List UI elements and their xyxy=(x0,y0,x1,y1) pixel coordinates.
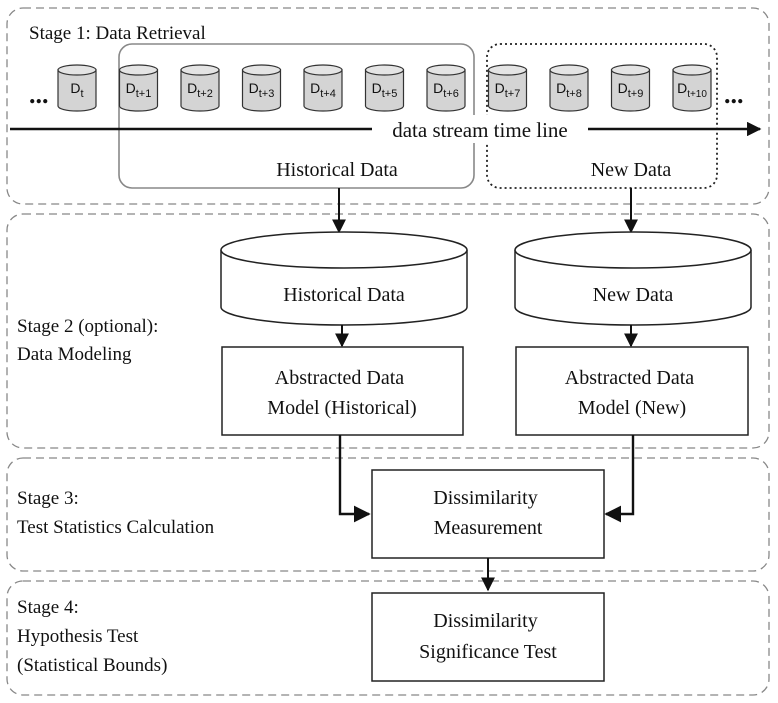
timeline-ellipsis-left: ... xyxy=(29,80,49,109)
data-chunk-10: Dt+10 xyxy=(672,64,712,112)
stage-3-panel xyxy=(6,457,770,572)
data-chunks: Dt Dt+1 Dt+2 Dt+3 Dt+4 Dt+5 Dt+6 Dt+7 Dt+8 Dt+9 Dt… xyxy=(57,64,712,112)
data-chunk-body xyxy=(180,69,220,112)
new-data-group-label: New Data xyxy=(591,159,672,181)
data-chunk-top xyxy=(487,64,528,76)
dissimilarity-significance-test-label: Dissimilarity Significance Test xyxy=(419,610,557,663)
data-chunk-label: Dt+6 xyxy=(433,80,459,100)
data-chunk-label: Dt+5 xyxy=(372,80,398,100)
data-chunk-label: Dt+1 xyxy=(126,80,152,100)
dissimilarity-measurement-box xyxy=(371,469,605,559)
dissimilarity-significance-test-box xyxy=(371,592,605,682)
data-chunk-body xyxy=(364,69,405,112)
new-model-label: Abstracted Data Model (New) xyxy=(565,367,699,419)
data-chunk-0: Dt xyxy=(57,64,97,112)
data-chunk-label: Dt+8 xyxy=(556,80,582,100)
data-chunk-label: Dt+7 xyxy=(495,80,521,100)
stage-1-panel xyxy=(6,7,770,205)
data-chunk-label: Dt+4 xyxy=(310,80,336,100)
data-chunk-top xyxy=(610,64,651,76)
data-chunk-5: Dt+5 xyxy=(364,64,405,112)
data-chunk-body xyxy=(118,69,159,112)
stage-1-label: Stage 1: Data Retrieval xyxy=(29,23,206,44)
data-chunk-label: Dt xyxy=(70,80,83,100)
data-chunk-top xyxy=(303,64,343,76)
historical-database-label: Historical Data xyxy=(283,284,405,306)
data-chunk-top xyxy=(549,64,589,76)
data-chunk-top xyxy=(180,64,220,76)
data-chunk-8: Dt+8 xyxy=(549,64,589,112)
data-chunk-body xyxy=(57,69,97,112)
timeline-ellipsis-right: ... xyxy=(724,80,744,109)
data-chunk-body xyxy=(426,69,466,112)
dissimilarity-measurement-label: Dissimilarity Measurement xyxy=(433,487,543,539)
stage-4-panel xyxy=(6,580,770,696)
data-chunk-4: Dt+4 xyxy=(303,64,343,112)
stage-2-panel xyxy=(6,213,770,449)
data-chunk-body xyxy=(303,69,343,112)
new-database: New Data xyxy=(514,231,752,326)
timeline-label-background xyxy=(372,115,588,143)
timeline-label: data stream time line xyxy=(392,118,568,142)
historical-model-box xyxy=(221,346,464,436)
data-chunk-label: Dt+3 xyxy=(249,80,275,100)
stage-4-label: Stage 4: Hypothesis Test (Statistical Bo… xyxy=(17,597,167,676)
data-chunk-label: Dt+2 xyxy=(187,80,213,100)
data-chunk-3: Dt+3 xyxy=(241,64,282,112)
historical-data-group-label: Historical Data xyxy=(276,159,398,181)
data-chunk-top xyxy=(57,64,97,76)
data-chunk-top xyxy=(672,64,712,76)
new-database-label: New Data xyxy=(593,284,674,306)
data-chunk-top xyxy=(118,64,159,76)
data-chunk-body xyxy=(672,69,712,112)
stage-3-label: Stage 3: Test Statistics Calculation xyxy=(17,488,215,538)
historical-database: Historical Data xyxy=(220,231,468,326)
data-chunk-top xyxy=(241,64,282,76)
data-chunk-6: Dt+6 xyxy=(426,64,466,112)
data-chunk-top xyxy=(364,64,405,76)
data-chunk-body xyxy=(241,69,282,112)
data-chunk-9: Dt+9 xyxy=(610,64,651,112)
data-chunk-label: Dt+10 xyxy=(677,80,707,100)
data-chunk-1: Dt+1 xyxy=(118,64,159,112)
stage-2-label: Stage 2 (optional): Data Modeling xyxy=(17,316,163,365)
data-chunk-7: Dt+7 xyxy=(487,64,528,112)
data-chunk-label: Dt+9 xyxy=(618,80,644,100)
arrow-historical-model-to-measurement xyxy=(338,435,371,523)
data-chunk-body xyxy=(610,69,651,112)
historical-model-label: Abstracted Data Model (Historical) xyxy=(267,367,416,419)
data-chunk-body xyxy=(487,69,528,112)
arrow-new-model-to-measurement xyxy=(604,435,635,523)
new-model-box xyxy=(515,346,749,436)
data-chunk-2: Dt+2 xyxy=(180,64,220,112)
data-chunk-top xyxy=(426,64,466,76)
data-chunk-body xyxy=(549,69,589,112)
